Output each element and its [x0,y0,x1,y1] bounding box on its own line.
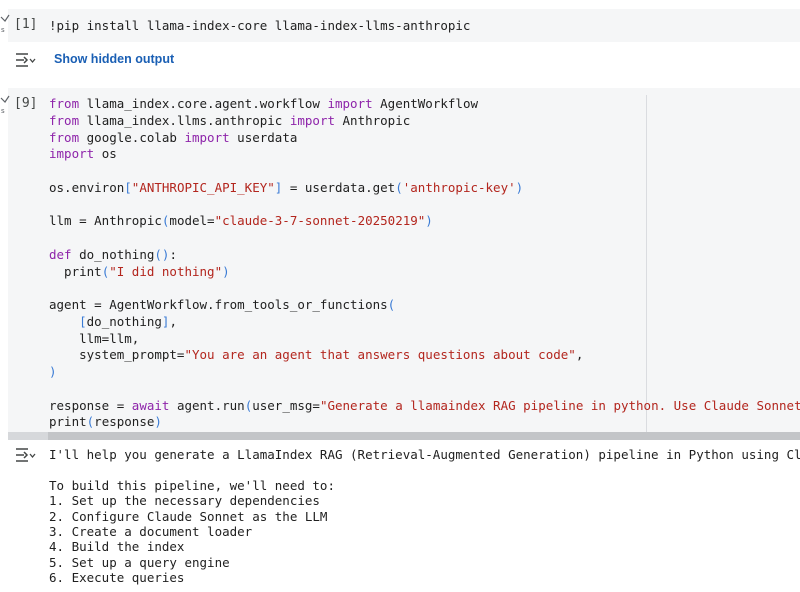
code-token [49,314,79,329]
code-token: [ [79,313,87,329]
code-token: import [327,96,381,111]
code-line: [do_nothing], [49,313,177,330]
output-line: To build this pipeline, we'll need to: [49,477,335,493]
code-token: = userdata.get [282,179,396,195]
code-line: ) [49,363,57,380]
code-line: llm=llm, [49,330,139,347]
code-token: llama_index.llms.anthropic [86,112,290,128]
line-length-ruler [646,95,647,439]
code-line: agent = AgentWorkflow.from_tools_or_func… [49,296,395,313]
code-token: ] [161,313,170,329]
code-token: ( [387,297,396,312]
code-cell-2[interactable] [8,88,800,440]
code-token: from [49,129,87,145]
code-token: ) [515,179,524,195]
code-token: "claude-3-7-sonnet-20250219" [214,213,426,229]
code-token: import [184,129,238,145]
code-token: ] [274,179,283,195]
code-token: ( [86,414,95,430]
code-token: 'anthropic-key' [402,179,516,195]
code-token: os.environ [49,179,125,195]
output-line: 6. Execute queries [49,570,185,586]
code-token: ( [101,263,110,279]
cell-1-execution-count: [1] [14,17,38,32]
code-token: ( [244,397,253,413]
code-line: from google.colab import userdata [49,129,297,146]
code-token: ) [154,414,162,430]
code-token: ) [222,263,230,279]
code-token: def [49,246,80,262]
code-line: def do_nothing(): [49,246,177,263]
output-toggle-icon[interactable] [14,51,36,69]
code-token: import [289,112,343,128]
output-line: 1. Set up the necessary dependencies [49,493,320,509]
cell-2-execution-count: [9] [14,96,38,111]
output-line: 5. Set up a query engine [49,554,230,570]
code-token: , [575,347,584,363]
code-token: "You are an agent that answers questions… [184,347,576,363]
code-cell-1[interactable] [8,9,800,42]
code-token: agent = AgentWorkflow.from_tools_or_func… [49,297,388,312]
code-token: response [94,414,155,430]
cell-1-code[interactable]: !pip install llama-index-core llama-inde… [49,17,470,34]
code-line: import os [49,145,117,162]
code-token: : [169,246,177,262]
code-line: system_prompt="You are an agent that ans… [49,346,583,363]
show-hidden-output-link[interactable]: Show hidden output [54,52,175,66]
code-token: ( [395,179,403,195]
code-token: "Generate a llamaindex RAG pipeline in p… [319,397,800,413]
code-token: ) [425,213,433,229]
code-token: user_msg= [252,397,320,413]
exec-status-icon[interactable]: s [0,95,10,115]
code-token: system_prompt= [49,347,185,363]
output-line: 3. Create a document loader [49,524,253,539]
code-token: ) [49,364,57,379]
code-token: [ [124,179,132,195]
code-token: do_nothing [86,313,162,329]
code-token: from [49,112,87,128]
code-token: Anthropic [342,112,411,128]
code-token: os [101,146,117,162]
code-token: from [49,96,87,111]
code-token: llama_index.core.agent.workflow [86,96,328,111]
code-token: "ANTHROPIC_API_KEY" [131,179,275,195]
code-line: from llama_index.core.agent.workflow imp… [49,95,478,112]
svg-text:s: s [1,26,5,34]
output-toggle-icon[interactable] [14,446,36,464]
code-token: do_nothing [79,246,155,262]
code-token: AgentWorkflow [380,96,478,111]
code-token: import [49,146,102,162]
output-line: I'll help you generate a LlamaIndex RAG … [49,447,800,462]
code-token: llm=llm, [49,330,140,346]
code-line: os.environ["ANTHROPIC_API_KEY"] = userda… [49,179,523,196]
code-token: response = [49,397,132,413]
code-token: await [131,397,177,413]
output-line: 4. Build the index [49,539,185,555]
code-token: llm = Anthropic [49,213,162,229]
code-token: userdata [237,129,298,145]
horizontal-scrollbar-thumb[interactable] [48,432,800,440]
code-token: google.colab [86,129,185,145]
code-token: ( [161,213,170,229]
code-token: agent.run [176,397,245,413]
code-token: print [49,414,87,430]
code-token: print [49,263,102,279]
cell-1-code-text: !pip install llama-index-core llama-inde… [49,18,471,33]
code-token: , [169,313,177,329]
exec-status-icon[interactable]: s [0,14,10,34]
code-line: print(response) [49,413,162,430]
code-line: response = await agent.run(user_msg="Gen… [49,397,800,414]
code-line: llm = Anthropic(model="claude-3-7-sonnet… [49,212,433,229]
svg-text:s: s [1,107,5,115]
code-token: "I did nothing" [109,263,223,279]
code-line: from llama_index.llms.anthropic import A… [49,112,410,129]
code-token: model= [169,213,215,229]
code-line: print("I did nothing") [49,263,230,280]
output-line: 2. Configure Claude Sonnet as the LLM [49,508,328,524]
code-token: () [154,246,170,262]
